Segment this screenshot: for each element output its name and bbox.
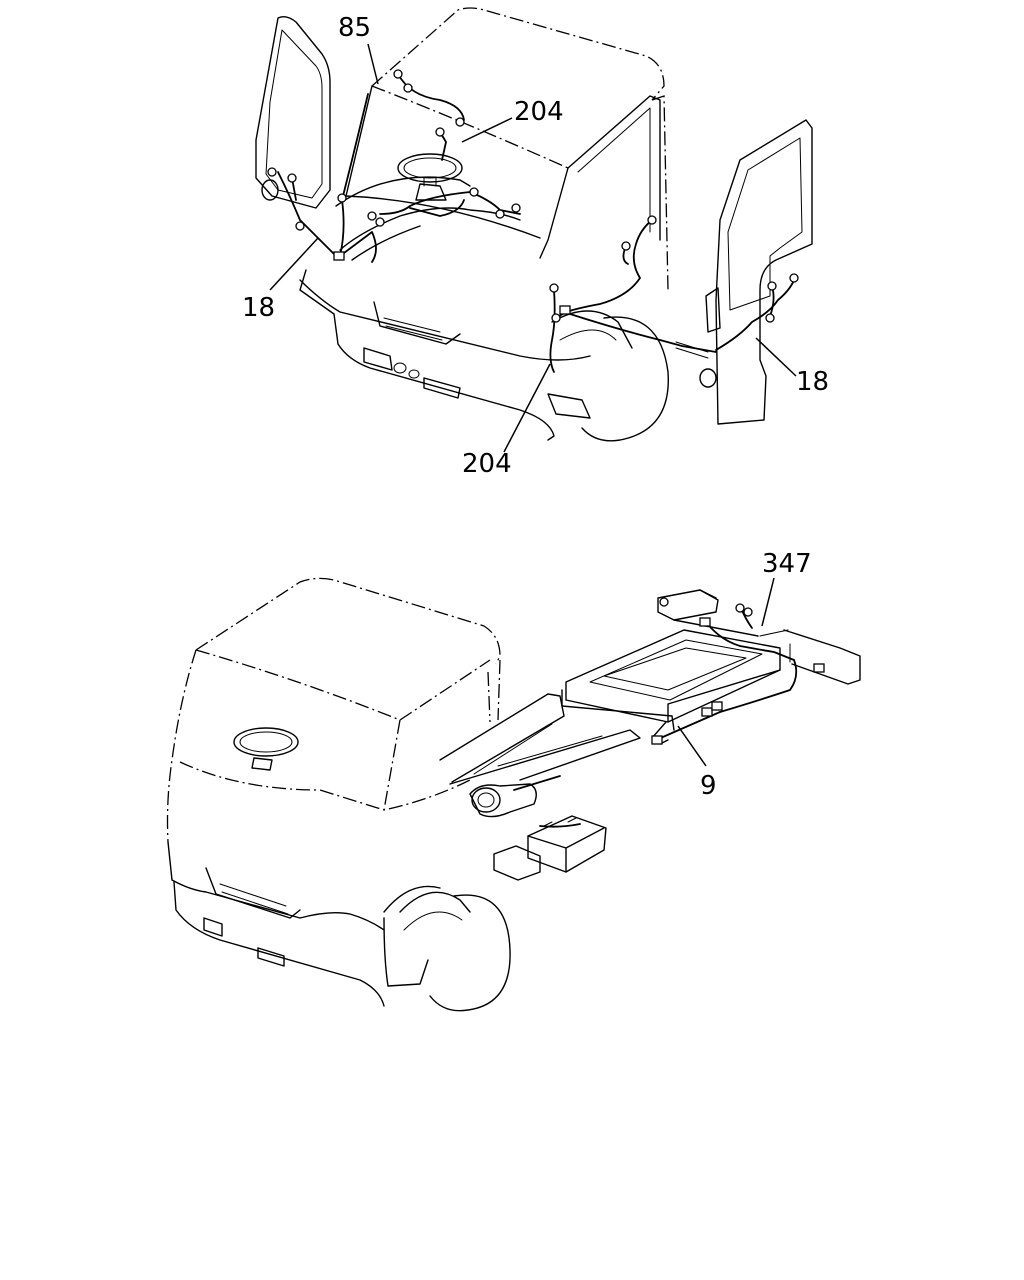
leader-18-left (269, 237, 319, 291)
callout-204-lower: 204 (462, 449, 512, 479)
front-end-2 (167, 841, 441, 1007)
leader-204-upper (461, 117, 513, 143)
leader-204-lower (503, 363, 551, 453)
cab2-rear-pillar (487, 659, 501, 723)
windshield-left-pillar (345, 85, 373, 197)
battery (527, 815, 607, 873)
cab2-roof-front (195, 649, 401, 721)
cab-roof-front-edge (371, 85, 569, 169)
chassis-harness-figure: 347 9 (166, 549, 861, 1012)
left-door (255, 15, 331, 209)
cab2-window-right (383, 659, 491, 811)
front-wheel (551, 310, 669, 442)
right-side-window (567, 95, 661, 241)
front-end (299, 269, 591, 441)
steering-wheel (397, 153, 463, 201)
leader-85 (367, 43, 379, 85)
battery-box (493, 845, 541, 881)
callout-18-right: 18 (796, 367, 829, 397)
right-a-pillar (539, 167, 569, 259)
leader-9 (677, 725, 707, 767)
leader-18-right (755, 337, 797, 377)
cab2-left-side (166, 649, 197, 843)
callout-18-left: 18 (242, 293, 275, 323)
chassis-frame (439, 589, 861, 785)
cab-roof-outline (371, 7, 665, 101)
cab2-roof-outline (195, 577, 501, 665)
cab-connectors (267, 69, 799, 323)
leader-347 (761, 577, 775, 627)
starter-motor (469, 783, 537, 818)
callout-347: 347 (762, 549, 812, 579)
steering-wheel-2 (233, 727, 299, 771)
front-wheel-2 (399, 891, 511, 1012)
chassis-harness-wires (513, 605, 798, 828)
cab2-belt-line (179, 761, 471, 811)
callout-85: 85 (338, 13, 371, 43)
cab-harness-figure: 85 204 18 18 204 (242, 7, 829, 479)
callout-204-upper: 204 (514, 97, 564, 127)
callout-9: 9 (700, 771, 717, 801)
dashboard (335, 176, 521, 261)
chassis-connectors (651, 597, 825, 745)
right-door (699, 119, 813, 425)
right-side-window-inner (577, 107, 651, 233)
